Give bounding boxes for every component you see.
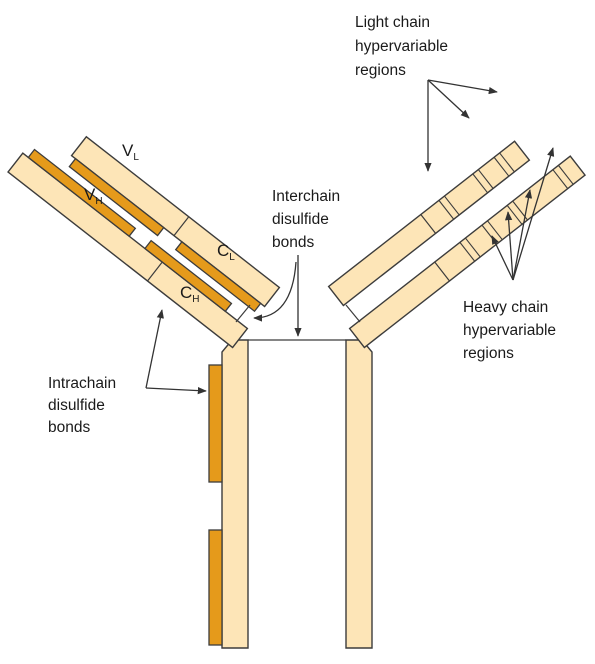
right-heavy-ch-vh-boundary [434,261,450,282]
left-light-chain-body [70,135,281,308]
intrachain-annotation: Intrachain disulfide bonds [48,309,207,436]
right-light-hv-line [499,152,515,173]
left-interchain-link [235,304,251,323]
left-light-cl-vl-boundary [173,216,190,237]
heavy-chain-hv-annotation: Heavy chain hypervariable regions [463,147,556,362]
left-heavy-chain-arm [7,148,249,349]
light-chain-hv-label-line3: regions [355,62,406,79]
interchain-label-line3: bonds [272,234,314,251]
light-hv-pointer [427,79,470,119]
right-heavy-chain-arm [348,155,587,349]
interchain-label-line1: Interchain [272,188,340,205]
heavy-hv-pointer [512,147,555,281]
interchain-annotation: Interchain disulfide bonds [253,188,340,337]
right-light-hv-line [444,195,460,216]
intrachain-pointer-arm [145,309,164,389]
left-heavy-chain-body [7,152,249,349]
ch-label: CH [180,283,200,305]
left-light-chain-arm [68,135,281,313]
heavy-chain-hv-label-line1: Heavy chain [463,299,548,316]
right-heavy-hv-line [487,220,503,241]
fc-stem [208,339,373,649]
left-cl-intrachain-bond [174,240,262,313]
right-light-hv-line [472,173,489,194]
interchain-pointer-light-heavy [253,261,297,322]
right-light-hv-line [477,169,494,189]
intrachain-pointer-stem [145,386,207,395]
left-heavy-chain-stem [221,339,249,649]
right-light-hv-line [438,200,455,220]
interchain-label-line2: disulfide [272,211,329,228]
light-hv-pointer [427,79,498,95]
intrachain-label-line1: Intrachain [48,375,116,392]
left-heavy-ch-vh-boundary [147,261,163,282]
heavy-chain-hv-label-line2: hypervariable [463,322,556,339]
heavy-hv-pointer [491,235,514,281]
right-heavy-hv-line [552,169,569,189]
right-light-cl-vl-boundary [420,214,437,234]
light-chain-hv-label-line1: Light chain [355,14,430,31]
right-heavy-hv-line [465,237,481,258]
intrachain-label-line2: disulfide [48,397,105,414]
light-chain-hv-annotation: Light chain hypervariable regions [355,14,498,172]
right-light-chain-arm [327,140,531,307]
left-vl-intrachain-bond [68,157,165,237]
heavy-chain-hv-label-line3: regions [463,345,514,362]
vh-label: VH [84,185,103,207]
right-heavy-hv-line [459,242,476,262]
heavy-hv-pointer [504,211,514,281]
vl-label: VL [122,141,139,163]
left-ch-intrachain-bond [144,239,233,313]
right-light-hv-line [493,156,510,177]
right-interchain-link [345,304,361,323]
light-chain-hv-label-line2: hypervariable [355,38,448,55]
right-heavy-chain-stem [345,339,373,649]
cl-label: CL [217,241,235,263]
stem-intrachain-bond-lower [208,529,223,646]
right-heavy-hv-line [506,205,523,225]
stem-intrachain-bond-upper [208,364,223,483]
intrachain-label-line3: bonds [48,419,90,436]
heavy-hv-pointer [512,189,533,281]
left-vh-intrachain-bond [27,148,137,238]
right-heavy-hv-line [558,165,574,185]
